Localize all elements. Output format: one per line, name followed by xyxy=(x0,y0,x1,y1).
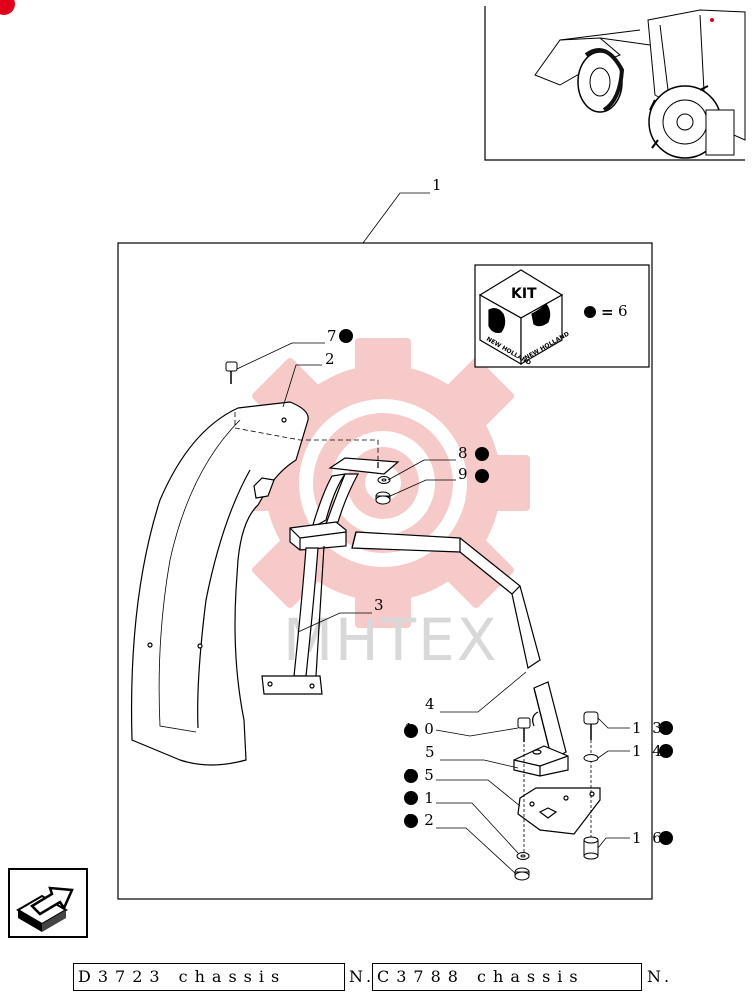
callout-11: 1 1 xyxy=(404,789,437,807)
callout-14: 1 4 xyxy=(632,742,665,760)
chassis-suffix-1: N. xyxy=(349,967,376,986)
next-page-button[interactable] xyxy=(8,868,88,938)
bracket-3 xyxy=(261,457,400,695)
chassis-box-1: D3723 chassis xyxy=(73,963,345,991)
fender-part xyxy=(130,401,309,766)
callout-13: 1 3 xyxy=(632,719,665,737)
kit-equals: = xyxy=(601,303,617,321)
bolt-7 xyxy=(225,361,238,384)
callout-8: 8 xyxy=(458,444,471,462)
bullet-14-icon xyxy=(659,744,673,758)
callout-5: 5 xyxy=(425,743,438,761)
watermark-text: MHTEX xyxy=(283,606,498,674)
bullet-8-icon xyxy=(475,447,489,461)
bullet-13-icon xyxy=(659,721,673,735)
bullet-10-icon xyxy=(404,724,418,738)
main-frame xyxy=(117,242,653,900)
kit-legend: KIT NEW HOLLAND NEW HOLLAND = 6 xyxy=(474,264,650,368)
corner-badge xyxy=(0,0,15,15)
kit-cube-icon xyxy=(478,269,564,366)
washers-8-9 xyxy=(375,476,391,505)
washer-14 xyxy=(583,754,599,762)
chassis-suffix-2: N. xyxy=(647,967,674,986)
bullet-9-icon xyxy=(475,469,489,483)
kit-label: KIT xyxy=(511,286,537,302)
bolt-10 xyxy=(517,717,531,742)
stay-rod-4 xyxy=(351,531,541,669)
spacer-16 xyxy=(583,836,599,860)
bullet-12-icon xyxy=(404,814,418,828)
callout-15: 1 5 xyxy=(404,766,437,784)
mount-post xyxy=(513,681,601,835)
callout-3: 3 xyxy=(374,596,387,614)
callout-1: 1 xyxy=(432,176,445,194)
bullet-16-icon xyxy=(659,831,673,845)
callout-12: 1 2 xyxy=(404,811,437,829)
bullet-11-icon xyxy=(404,791,418,805)
callout-16: 1 6 xyxy=(632,829,665,847)
chassis-box-2: C3788 chassis xyxy=(372,963,642,991)
callout-9: 9 xyxy=(458,465,471,483)
bullet-15-icon xyxy=(404,769,418,783)
bolt-13 xyxy=(583,711,599,740)
next-page-arrow-icon xyxy=(16,886,74,932)
bullet-7-icon xyxy=(339,329,353,343)
callout-2: 2 xyxy=(325,350,338,368)
kit-bullet-icon xyxy=(584,306,596,318)
washers-11-12 xyxy=(514,852,530,881)
callout-7: 7 xyxy=(327,327,340,345)
callout-6: 6 xyxy=(618,302,631,320)
machine-thumbnail xyxy=(484,6,746,161)
callout-10: 1 0 xyxy=(404,720,437,738)
callout-4: 4 xyxy=(425,695,438,713)
